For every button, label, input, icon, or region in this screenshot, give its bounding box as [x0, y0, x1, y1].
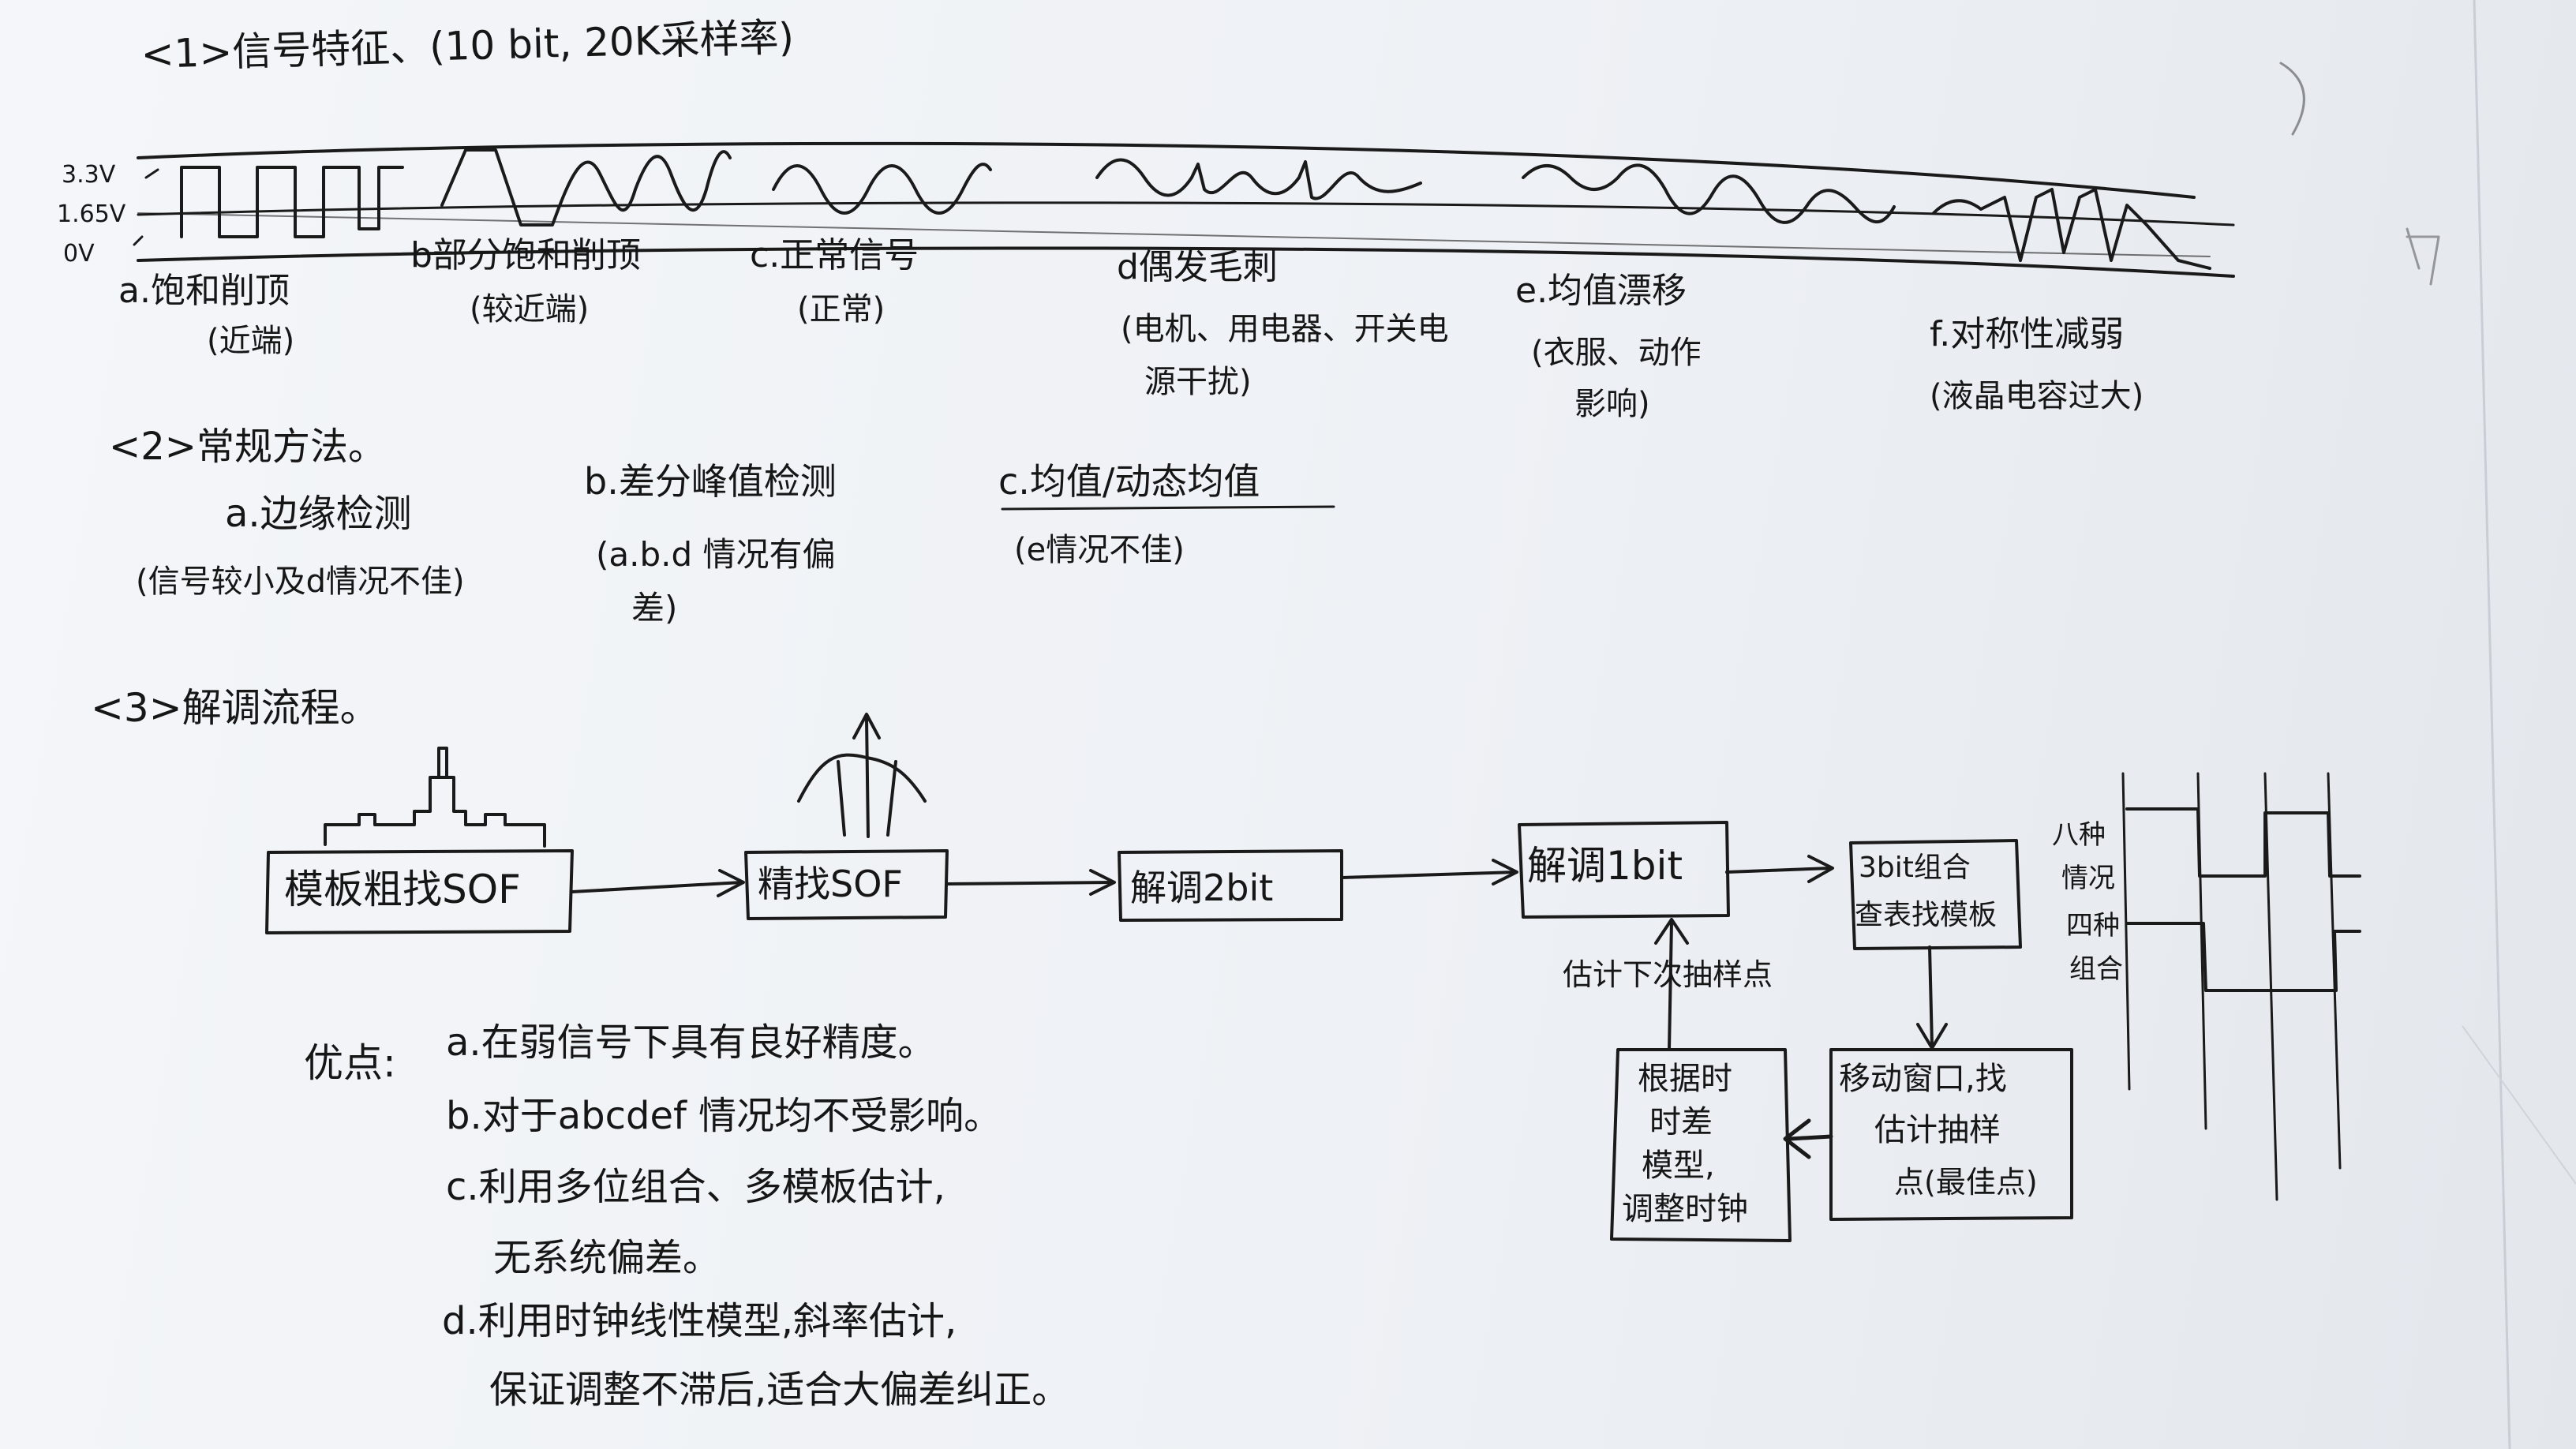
box-clock-adjust-line3: 模型,: [1642, 1148, 1715, 1184]
advantage-c-line2: 无系统偏差。: [493, 1236, 721, 1280]
advantage-c-line1: c.利用多位组合、多模板估计,: [446, 1165, 945, 1209]
method-b-note-line2: 差): [631, 589, 678, 627]
timing-sketch: [2121, 772, 2361, 1201]
method-b-note-line1: (a.b.d 情况有偏: [596, 535, 836, 574]
estimate-sample-point-label: 估计下次抽样点: [1563, 957, 1773, 992]
signal-d-note-line1: (电机、用电器、开关电: [1121, 311, 1449, 347]
box-lookup-line2: 查表找模板: [1855, 899, 1998, 931]
box-demod-2bit-label: 解调2bit: [1130, 867, 1274, 909]
voltage-label-1v65: 1.65V: [57, 200, 126, 228]
waveform-e-drift: [1522, 163, 1896, 224]
signal-a-label: a.饱和削顶: [118, 271, 290, 311]
signal-e-note-line2: 影响): [1574, 386, 1650, 422]
voltage-label-3v3: 3.3V: [62, 161, 116, 189]
signal-b-label: b部分饱和削顶: [410, 235, 641, 275]
advantage-a: a.在弱信号下具有良好精度。: [446, 1020, 936, 1065]
box-fine-sof-label: 精找SOF: [758, 863, 903, 905]
side-note-line4: 组合: [2069, 953, 2123, 985]
method-b-label: b.差分峰值检测: [584, 460, 837, 503]
waveform-b-partial: [440, 148, 732, 227]
signal-f-note: (液晶电容过大): [1930, 378, 2144, 414]
advantage-b: b.对于abcdef 情况均不受影响。: [446, 1094, 1002, 1138]
waveform-a-saturated: [180, 166, 404, 238]
background-sheets: [2279, 0, 2576, 1449]
box-clock-adjust-line1: 根据时: [1638, 1061, 1732, 1097]
waveform-c-normal: [772, 163, 992, 215]
signal-b-note: (较近端): [470, 291, 590, 328]
signal-f-label: f.对称性减弱: [1930, 314, 2125, 354]
box-coarse-sof: [265, 849, 574, 934]
box-clock-adjust: [1610, 1048, 1792, 1242]
signal-e-label: e.均值漂移: [1515, 271, 1687, 311]
box-moving-window-line2: 估计抽样: [1874, 1112, 2001, 1148]
method-a-note: (信号较小及d情况不佳): [136, 564, 465, 600]
signal-band: [133, 141, 2235, 278]
section2-heading: <2>常规方法。: [109, 425, 386, 469]
box-moving-window-line1: 移动窗口,找: [1839, 1061, 2007, 1097]
box-clock-adjust-line2: 时差: [1649, 1104, 1713, 1140]
method-c-label: c.均值/动态均值: [998, 460, 1260, 503]
flow-boxes: [265, 821, 2073, 1242]
signal-c-label: c.正常信号: [750, 235, 919, 275]
signal-c-note: (正常): [797, 291, 886, 328]
method-c-note: (e情况不佳): [1014, 532, 1185, 568]
box-fine-sof: [744, 849, 949, 920]
box-demod-2bit: [1118, 849, 1343, 922]
method-a-label: a.边缘检测: [225, 492, 412, 536]
signal-d-note-line2: 源干扰): [1144, 364, 1252, 400]
advantage-d-line2: 保证调整不滞后,适合大偏差纠正。: [489, 1368, 1070, 1412]
template-sketch-icon: [324, 747, 546, 848]
box-demod-1bit: [1518, 821, 1730, 919]
side-note-line1: 八种: [2052, 819, 2106, 851]
voltage-label-0v: 0V: [63, 240, 95, 268]
side-note-line3: 四种: [2066, 910, 2120, 942]
waveform-f-asymmetric: [1932, 188, 2211, 270]
fine-search-peak-icon: [797, 713, 927, 838]
box-coarse-sof-label: 模板粗找SOF: [284, 867, 521, 912]
advantage-d-line1: d.利用时钟线性模型,斜率估计,: [442, 1299, 957, 1343]
method-c-underline: [1001, 505, 1335, 511]
box-demod-1bit-label: 解调1bit: [1527, 843, 1683, 889]
box-moving-window-line3: 点(最佳点): [1894, 1165, 2038, 1200]
signal-a-note: (近端): [207, 323, 295, 359]
flow-arrows: [571, 855, 1948, 1159]
box-lookup-line1: 3bit组合: [1859, 852, 1971, 884]
side-note-line2: 情况: [2061, 863, 2115, 894]
box-clock-adjust-line4: 调整时钟: [1622, 1191, 1748, 1227]
signal-d-label: d偶发毛刺: [1117, 247, 1278, 287]
section3-heading: <3>解调流程。: [91, 685, 380, 731]
box-moving-window: [1829, 1048, 2073, 1221]
signal-e-note-line1: (衣服、动作: [1531, 335, 1702, 371]
waveform-d-glitch: [1095, 158, 1422, 200]
advantages-title: 优点:: [304, 1040, 396, 1086]
box-lookup: [1849, 839, 2022, 950]
